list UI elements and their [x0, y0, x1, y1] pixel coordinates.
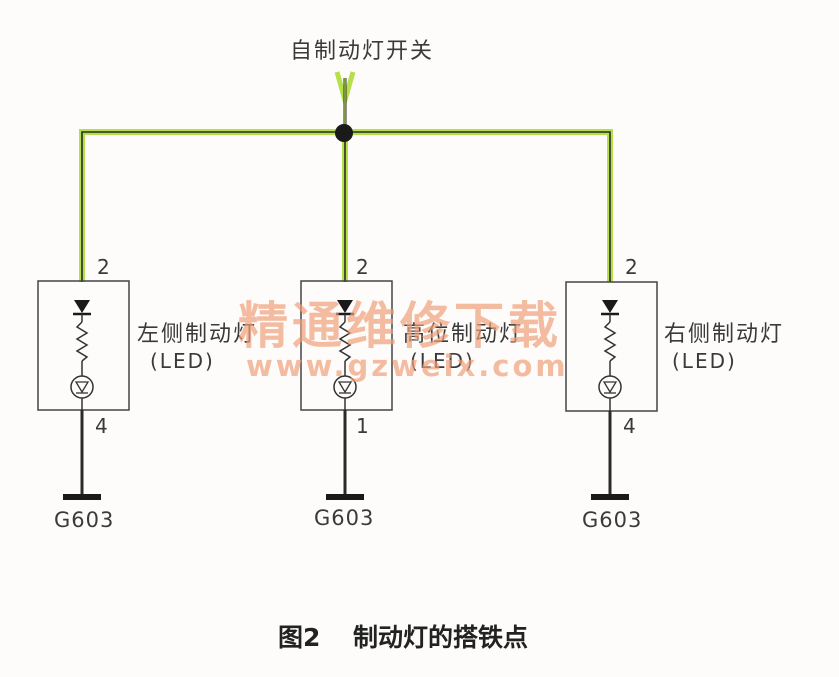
lamp-type: (LED): [672, 349, 737, 373]
resistor-icon: [75, 321, 89, 362]
bus-wire: [79, 129, 613, 282]
diode-icon: [337, 300, 353, 313]
lamp-name: 右侧制动灯: [664, 322, 784, 347]
ground-label: G603: [54, 508, 114, 532]
pin-out-label: 4: [623, 414, 636, 438]
source-label: 自制动灯开关: [290, 39, 434, 64]
lamp-name: 高位制动灯: [403, 322, 523, 347]
diode-icon: [602, 300, 618, 313]
switch-feed-arrow: [334, 71, 356, 132]
ground-label: G603: [582, 508, 642, 532]
lamp-type: (LED): [410, 349, 475, 373]
lamp-right: 2 4 G603 右侧制动灯 (LED): [565, 255, 784, 532]
watermark-text: 精通维修下载: [238, 297, 562, 355]
led-icon: [70, 375, 94, 399]
ground-label: G603: [314, 506, 374, 530]
lamp-name: 左侧制动灯: [137, 322, 257, 347]
resistor-icon: [338, 321, 352, 362]
lamp-type: (LED): [150, 349, 215, 373]
lamp-center: 2 1 G603 高位制动灯 (LED): [300, 255, 523, 530]
figure-number: 图2: [278, 623, 320, 652]
led-icon: [598, 375, 622, 399]
pin-out-label: 4: [95, 414, 108, 438]
watermark-url: www.gzweix.com: [246, 349, 569, 383]
figure-caption: 制动灯的搭铁点: [353, 623, 528, 652]
resistor-icon: [603, 321, 617, 362]
junction-node: [335, 124, 353, 142]
pin-in-label: 2: [97, 255, 110, 279]
diode-icon: [74, 300, 90, 313]
pin-in-label: 2: [356, 255, 369, 279]
lamp-left: 2 4 G603 左侧制动灯 (LED): [37, 255, 257, 532]
pin-in-label: 2: [625, 255, 638, 279]
pin-out-label: 1: [356, 414, 369, 438]
